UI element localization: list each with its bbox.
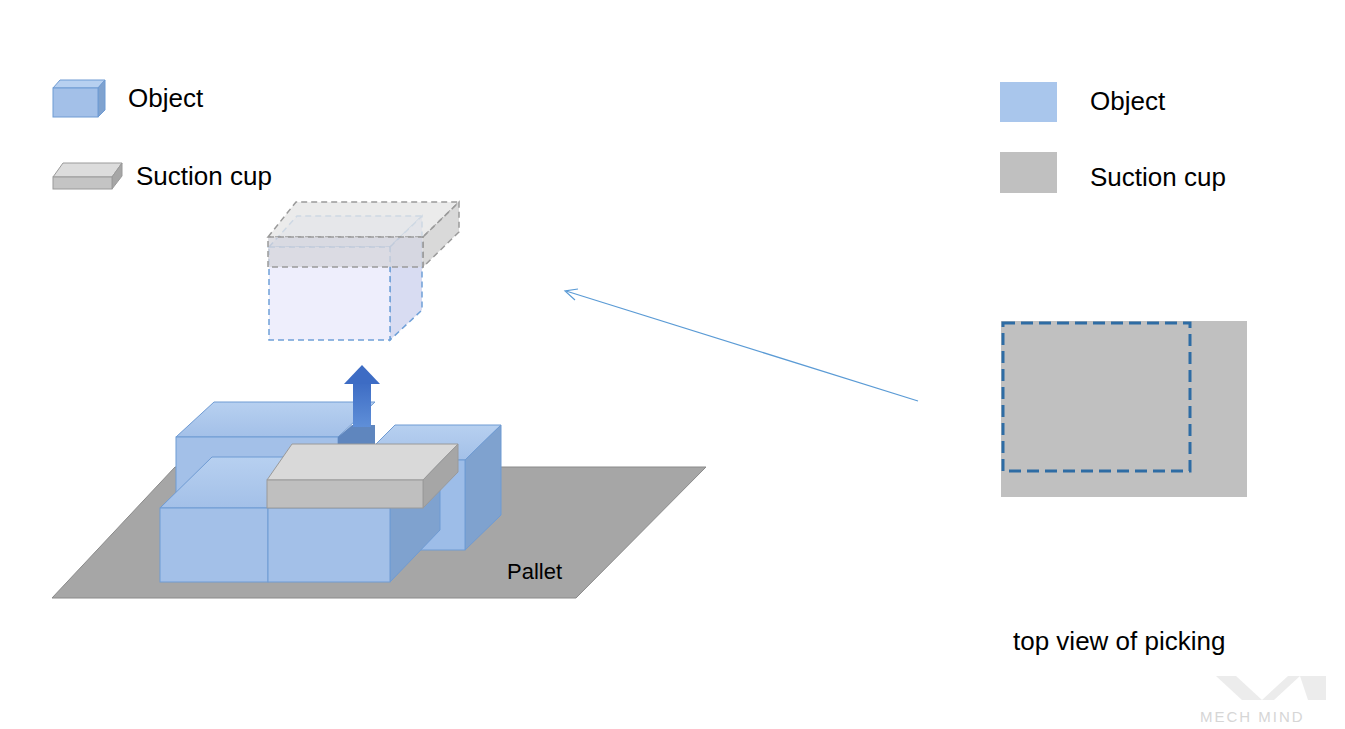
- legend-label: Object: [128, 84, 203, 114]
- legend-swatch: [1000, 82, 1057, 122]
- legend-label: Suction cup: [1090, 163, 1226, 193]
- view-caption: top view of picking: [1013, 627, 1225, 657]
- suction-cup: [267, 444, 458, 508]
- legend-suction-cup-icon: [53, 163, 122, 189]
- pick-gap: [338, 425, 375, 445]
- watermark: MECH MIND: [1200, 708, 1305, 725]
- view-arrow: [565, 289, 918, 401]
- legend-swatch: [1000, 152, 1057, 193]
- pallet-surface: [52, 467, 706, 598]
- lift-arrow: [344, 365, 380, 427]
- watermark-logo: [1216, 676, 1326, 700]
- top-view: [1001, 321, 1247, 497]
- pallet-label: Pallet: [507, 559, 562, 584]
- lifted-suction-cup: [268, 202, 459, 267]
- legend-label: Suction cup: [136, 162, 272, 192]
- legend-object-icon: [53, 80, 105, 117]
- legend-label: Object: [1090, 87, 1165, 117]
